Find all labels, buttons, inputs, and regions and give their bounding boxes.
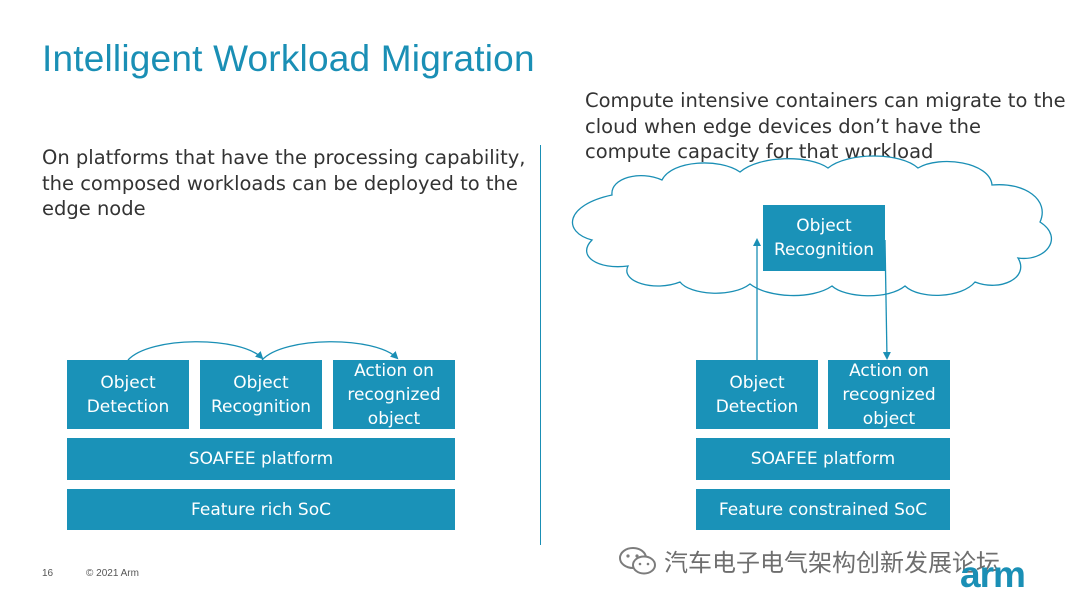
box-label-line: object [367, 408, 421, 429]
left-action-box: Action on recognized object [333, 360, 455, 429]
page-number: 16 [42, 568, 54, 579]
box-label: Feature rich SoC [191, 499, 331, 520]
left-description: On platforms that have the processing ca… [42, 145, 525, 222]
box-label-line: Object [729, 372, 785, 393]
box-label: SOAFEE platform [750, 449, 896, 469]
left-description-line: On platforms that have the processing ca… [42, 146, 526, 169]
wechat-icon [619, 546, 656, 574]
box-label-line: Detection [86, 396, 170, 417]
right-object-detection-box: Object Detection [696, 360, 818, 429]
left-object-detection-box: Object Detection [67, 360, 189, 429]
arrow-recognition-to-action [261, 341, 399, 361]
box-label-line: Detection [715, 396, 799, 417]
section-divider [540, 145, 541, 545]
box-label-line: Object [100, 372, 156, 393]
slide-title: Intelligent Workload Migration [42, 38, 535, 79]
right-description-line: compute capacity for that workload [585, 140, 934, 163]
box-label: Feature constrained SoC [718, 499, 928, 520]
left-object-recognition-box: Object Recognition [200, 360, 322, 429]
left-description-line: edge node [42, 197, 146, 220]
box-label: SOAFEE platform [188, 449, 334, 469]
watermark: 汽车电子电气架构创新发展论坛 [618, 543, 1000, 578]
right-description-line: Compute intensive containers can migrate… [585, 89, 1066, 112]
right-soc-box: Feature constrained SoC [696, 489, 950, 530]
left-description-line: the composed workloads can be deployed t… [42, 171, 518, 195]
arrow-detection-to-recognition [127, 341, 264, 361]
box-label-line: Object [233, 372, 289, 393]
cloud-object-recognition-box: Object Recognition [763, 205, 885, 271]
left-platform-box: SOAFEE platform [67, 438, 455, 480]
watermark-text: 汽车电子电气架构创新发展论坛 [664, 549, 1000, 577]
arm-logo: arm [960, 554, 1026, 595]
right-action-box: Action on recognized object [828, 360, 950, 429]
box-label-line: Recognition [773, 240, 875, 260]
box-label-line: Action on [354, 360, 434, 381]
box-label-line: recognized [842, 384, 936, 405]
box-label-line: Recognition [210, 396, 312, 417]
box-label-line: object [862, 408, 916, 429]
left-soc-box: Feature rich SoC [67, 489, 455, 530]
arrow-cloud-to-action [882, 239, 891, 360]
right-description: Compute intensive containers can migrate… [585, 88, 1066, 165]
box-label-line: Action on [849, 360, 929, 381]
right-platform-box: SOAFEE platform [696, 438, 950, 480]
copyright: © 2021 Arm [86, 568, 139, 579]
box-label-line: Object [796, 216, 852, 236]
box-label-line: recognized [347, 384, 441, 405]
right-description-line: cloud when edge devices don’t have the [585, 114, 981, 138]
